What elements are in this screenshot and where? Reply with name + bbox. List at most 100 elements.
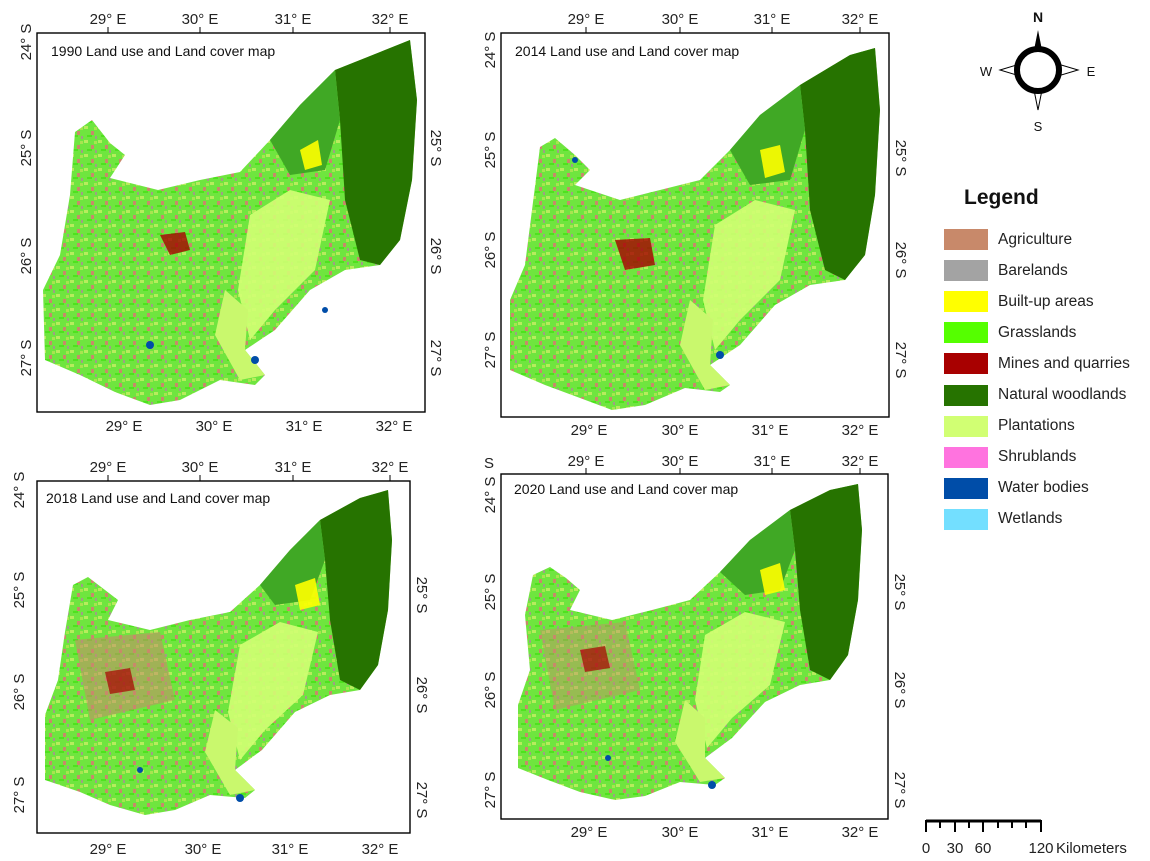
lon-tick-bottom: 30° E <box>662 824 699 841</box>
lat-tick-left: 26° S <box>18 238 35 275</box>
lon-tick-top: 29° E <box>90 459 127 476</box>
legend-label: Grasslands <box>998 323 1077 341</box>
lon-tick-bottom: 32° E <box>376 418 413 435</box>
scale-tick-label: 120 <box>1028 840 1053 857</box>
legend-label: Water bodies <box>998 479 1089 497</box>
lon-tick-top: 30° E <box>182 11 219 28</box>
lat-tick-right: 25° S <box>413 577 430 614</box>
legend-item: Wetlands <box>936 504 1150 535</box>
map-panel-1990: 1990 Land use and Land cover map 29° E 3… <box>18 11 444 435</box>
lat-tick-right: 27° S <box>892 342 909 379</box>
legend-item: Shrublands <box>936 442 1150 473</box>
legend-swatch <box>944 384 988 406</box>
legend-label: Built-up areas <box>998 292 1094 310</box>
lat-tick-left: 27° S <box>482 772 499 809</box>
lon-tick-bottom: 31° E <box>286 418 323 435</box>
lon-tick-top: 30° E <box>182 459 219 476</box>
scale-bar: 0 30 60 120 Kilometers <box>922 819 1127 857</box>
scale-tick-label: 30 <box>947 840 964 857</box>
lon-tick-bottom: 31° E <box>752 824 789 841</box>
compass-w: W <box>980 64 993 79</box>
lat-tick-left: 27° S <box>18 340 35 377</box>
lon-tick-top: 32° E <box>842 453 879 470</box>
legend-label: Plantations <box>998 417 1075 435</box>
legend-swatch <box>944 260 988 282</box>
compass-s: S <box>1034 119 1043 134</box>
legend-swatch <box>944 446 988 468</box>
compass-ring <box>1014 46 1062 94</box>
legend-item: Plantations <box>936 411 1150 442</box>
lon-tick-top: 31° E <box>275 11 312 28</box>
lon-tick-bottom: 32° E <box>842 824 879 841</box>
lat-tick-right: 27° S <box>413 782 430 819</box>
lon-tick-bottom: 31° E <box>272 841 309 858</box>
panel-title: 2020 Land use and Land cover map <box>514 481 738 497</box>
lat-tick-right: 25° S <box>892 140 909 177</box>
legend-swatch <box>944 477 988 499</box>
lon-tick-bottom: 32° E <box>362 841 399 858</box>
lon-tick-top: 32° E <box>372 459 409 476</box>
lat-tick-left: 26° S <box>482 232 499 269</box>
lat-tick-left: 24° S <box>482 32 499 69</box>
legend-item: Barelands <box>936 255 1150 286</box>
legend-item: Agriculture <box>936 224 1150 255</box>
lat-tick-right: 27° S <box>427 340 444 377</box>
map-panel-2020: 2020 Land use and Land cover map S 29° E… <box>482 453 908 841</box>
lat-tick-right: 25° S <box>427 130 444 167</box>
map-panel-2018: 2018 Land use and Land cover map 29° E 3… <box>11 459 430 858</box>
lat-tick-right: 26° S <box>892 242 909 279</box>
panel-title: 2014 Land use and Land cover map <box>515 43 739 59</box>
lon-tick-bottom: 29° E <box>90 841 127 858</box>
legend-label: Barelands <box>998 261 1068 279</box>
lat-tick-left: 24° S <box>482 477 499 514</box>
lon-tick-bottom: 29° E <box>571 824 608 841</box>
lon-tick-top: 29° E <box>90 11 127 28</box>
legend-label: Agriculture <box>998 230 1073 248</box>
legend-item: Grasslands <box>936 317 1150 348</box>
lat-tick-left: 25° S <box>482 574 499 611</box>
legend-swatch <box>944 322 988 344</box>
lon-tick-bottom: 32° E <box>842 422 879 439</box>
lon-tick-top: 31° E <box>275 459 312 476</box>
lat-tick-left: 25° S <box>18 130 35 167</box>
lon-tick-top: 31° E <box>754 11 791 28</box>
legend-swatch <box>944 508 988 530</box>
lon-tick-top: 32° E <box>372 11 409 28</box>
lat-tick-right: 26° S <box>891 672 908 709</box>
legend-swatch <box>944 415 988 437</box>
legend-item: Natural woodlands <box>936 379 1150 410</box>
lat-tick-left: 27° S <box>482 332 499 369</box>
lon-tick-bottom: 31° E <box>752 422 789 439</box>
lon-tick-bottom: 29° E <box>571 422 608 439</box>
lon-tick-top: S <box>484 455 494 472</box>
lon-tick-bottom: 30° E <box>196 418 233 435</box>
legend-item: Built-up areas <box>936 286 1150 317</box>
region-map <box>43 40 417 405</box>
scale-unit: Kilometers <box>1056 840 1127 857</box>
lat-tick-left: 24° S <box>18 24 35 61</box>
lat-tick-right: 27° S <box>891 772 908 809</box>
lat-tick-left: 25° S <box>482 132 499 169</box>
compass-e: E <box>1087 64 1096 79</box>
lat-tick-right: 25° S <box>891 574 908 611</box>
lon-tick-top: 29° E <box>568 453 605 470</box>
lat-tick-right: 26° S <box>427 238 444 275</box>
lon-tick-bottom: 30° E <box>662 422 699 439</box>
region-map <box>518 484 862 800</box>
legend-label: Shrublands <box>998 448 1077 466</box>
legend-label: Natural woodlands <box>998 386 1127 404</box>
lon-tick-top: 32° E <box>842 11 879 28</box>
lat-tick-left: 27° S <box>11 777 28 814</box>
panel-title: 2018 Land use and Land cover map <box>46 490 270 506</box>
lat-tick-left: 24° S <box>11 472 28 509</box>
lon-tick-top: 31° E <box>754 453 791 470</box>
lon-tick-bottom: 30° E <box>185 841 222 858</box>
lon-tick-bottom: 29° E <box>106 418 143 435</box>
lon-tick-top: 30° E <box>662 453 699 470</box>
region-map <box>45 490 392 815</box>
legend-label: Wetlands <box>998 510 1063 528</box>
lat-tick-left: 25° S <box>11 572 28 609</box>
legend-title: Legend <box>964 186 1039 209</box>
